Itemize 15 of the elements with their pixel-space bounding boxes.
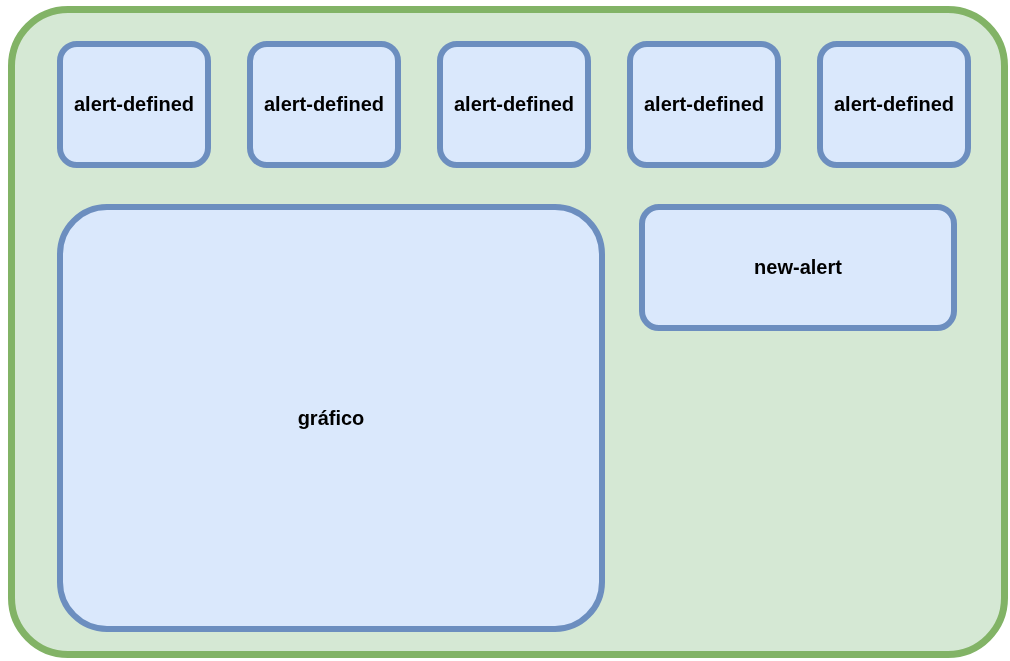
alert-card [247,41,401,168]
card-title: alert-defined [834,93,954,116]
alert-card [639,204,957,331]
container-panel [8,6,1008,658]
card-title: gráfico [297,406,365,430]
card-title: alert-defined [74,93,194,116]
card-title: alert-defined [454,93,574,116]
chart-card [57,204,605,632]
card-title: alert-defined [264,93,384,116]
alert-card [817,41,971,168]
alert-card [627,41,781,168]
card-title: new-alert [754,256,842,279]
card-title: alert-defined [644,93,764,116]
alert-card [437,41,591,168]
alert-card [57,41,211,168]
